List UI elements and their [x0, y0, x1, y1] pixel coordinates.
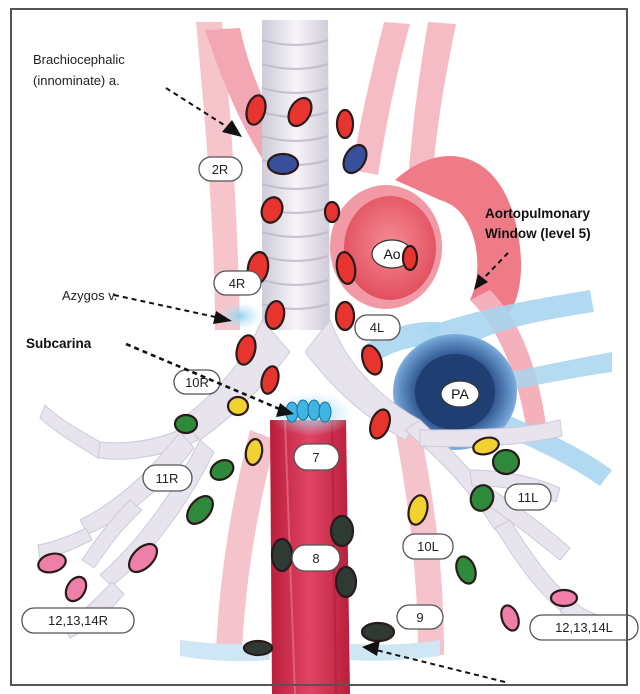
pa-label: PA: [451, 386, 469, 402]
aorta-label: Ao: [383, 246, 400, 262]
station-11L-label: 11L: [518, 490, 539, 505]
azygos-highlight: [218, 302, 262, 330]
station-4R-label: 4R: [229, 276, 246, 291]
aortopulmonary-label-line2: Window (level 5): [485, 226, 591, 241]
station-2R-label: 2R: [212, 162, 229, 177]
station-4L-label: 4L: [370, 320, 384, 335]
station-7-label: 7: [312, 450, 319, 465]
station-8-label: 8: [312, 551, 319, 566]
station-9-label: 9: [416, 610, 423, 625]
azygos-label: Azygos v.: [62, 288, 117, 303]
station-10L-label: 10L: [417, 539, 439, 554]
station-12L-label: 12,13,14L: [555, 620, 613, 635]
inferior-vessel-right: [350, 640, 440, 661]
azygos-arrow: [114, 295, 220, 318]
subcarina-label: Subcarina: [26, 336, 92, 351]
station-11R-label: 11R: [156, 471, 179, 486]
station-10R-label: 10R: [185, 375, 209, 390]
brachiocephalic-label-line2: (innominate) a.: [33, 73, 120, 88]
aortopulmonary-label-line1: Aortopulmonary: [485, 206, 590, 221]
brachiocephalic-label-line1: Brachiocephalic: [33, 52, 125, 67]
trachea: [262, 20, 330, 330]
station-12R-label: 12,13,14R: [48, 613, 108, 628]
